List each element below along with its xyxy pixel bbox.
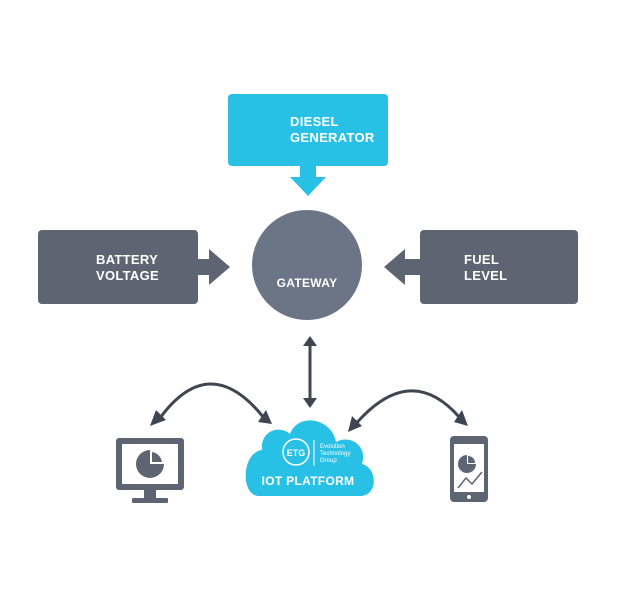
battery-voltage-label-line1: BATTERY bbox=[96, 252, 159, 267]
cloud-icon bbox=[245, 420, 374, 496]
fuel-level-node: FUEL LEVEL bbox=[420, 230, 578, 304]
diesel-generator-label-line2: GENERATOR bbox=[290, 130, 375, 145]
battery-voltage-label-line2: VOLTAGE bbox=[96, 268, 160, 283]
iot-platform-label: IOT PLATFORM bbox=[261, 474, 355, 488]
gateway-node: GATEWAY bbox=[252, 210, 362, 320]
arrow-diesel-to-gateway bbox=[290, 166, 326, 196]
diesel-generator-label-line1: DIESEL bbox=[290, 114, 339, 129]
etg-logo-text: ETG bbox=[287, 448, 306, 458]
etg-caption-line1: Evolution bbox=[320, 444, 345, 450]
diesel-generator-node: DIESEL GENERATOR bbox=[228, 94, 388, 166]
arrow-battery-to-gateway bbox=[198, 249, 230, 285]
arrow-fuel-to-gateway bbox=[384, 249, 420, 285]
fuel-level-label-line2: LEVEL bbox=[464, 268, 508, 283]
etg-caption-line3: Group bbox=[320, 458, 337, 464]
monitor-icon bbox=[116, 438, 184, 503]
gateway-label: GATEWAY bbox=[276, 276, 338, 290]
etg-logo: ETG bbox=[282, 438, 315, 466]
fuel-level-label-line1: FUEL bbox=[464, 252, 500, 267]
smartphone-icon bbox=[450, 436, 488, 502]
etg-caption-line2: Technology bbox=[320, 451, 351, 457]
arrow-cloud-monitor bbox=[150, 382, 272, 426]
arrow-gateway-cloud bbox=[303, 336, 317, 408]
battery-voltage-node: BATTERY VOLTAGE bbox=[38, 230, 198, 304]
arrow-cloud-phone bbox=[348, 389, 468, 432]
etg-logo-caption: Evolution Technology Group bbox=[320, 444, 350, 465]
